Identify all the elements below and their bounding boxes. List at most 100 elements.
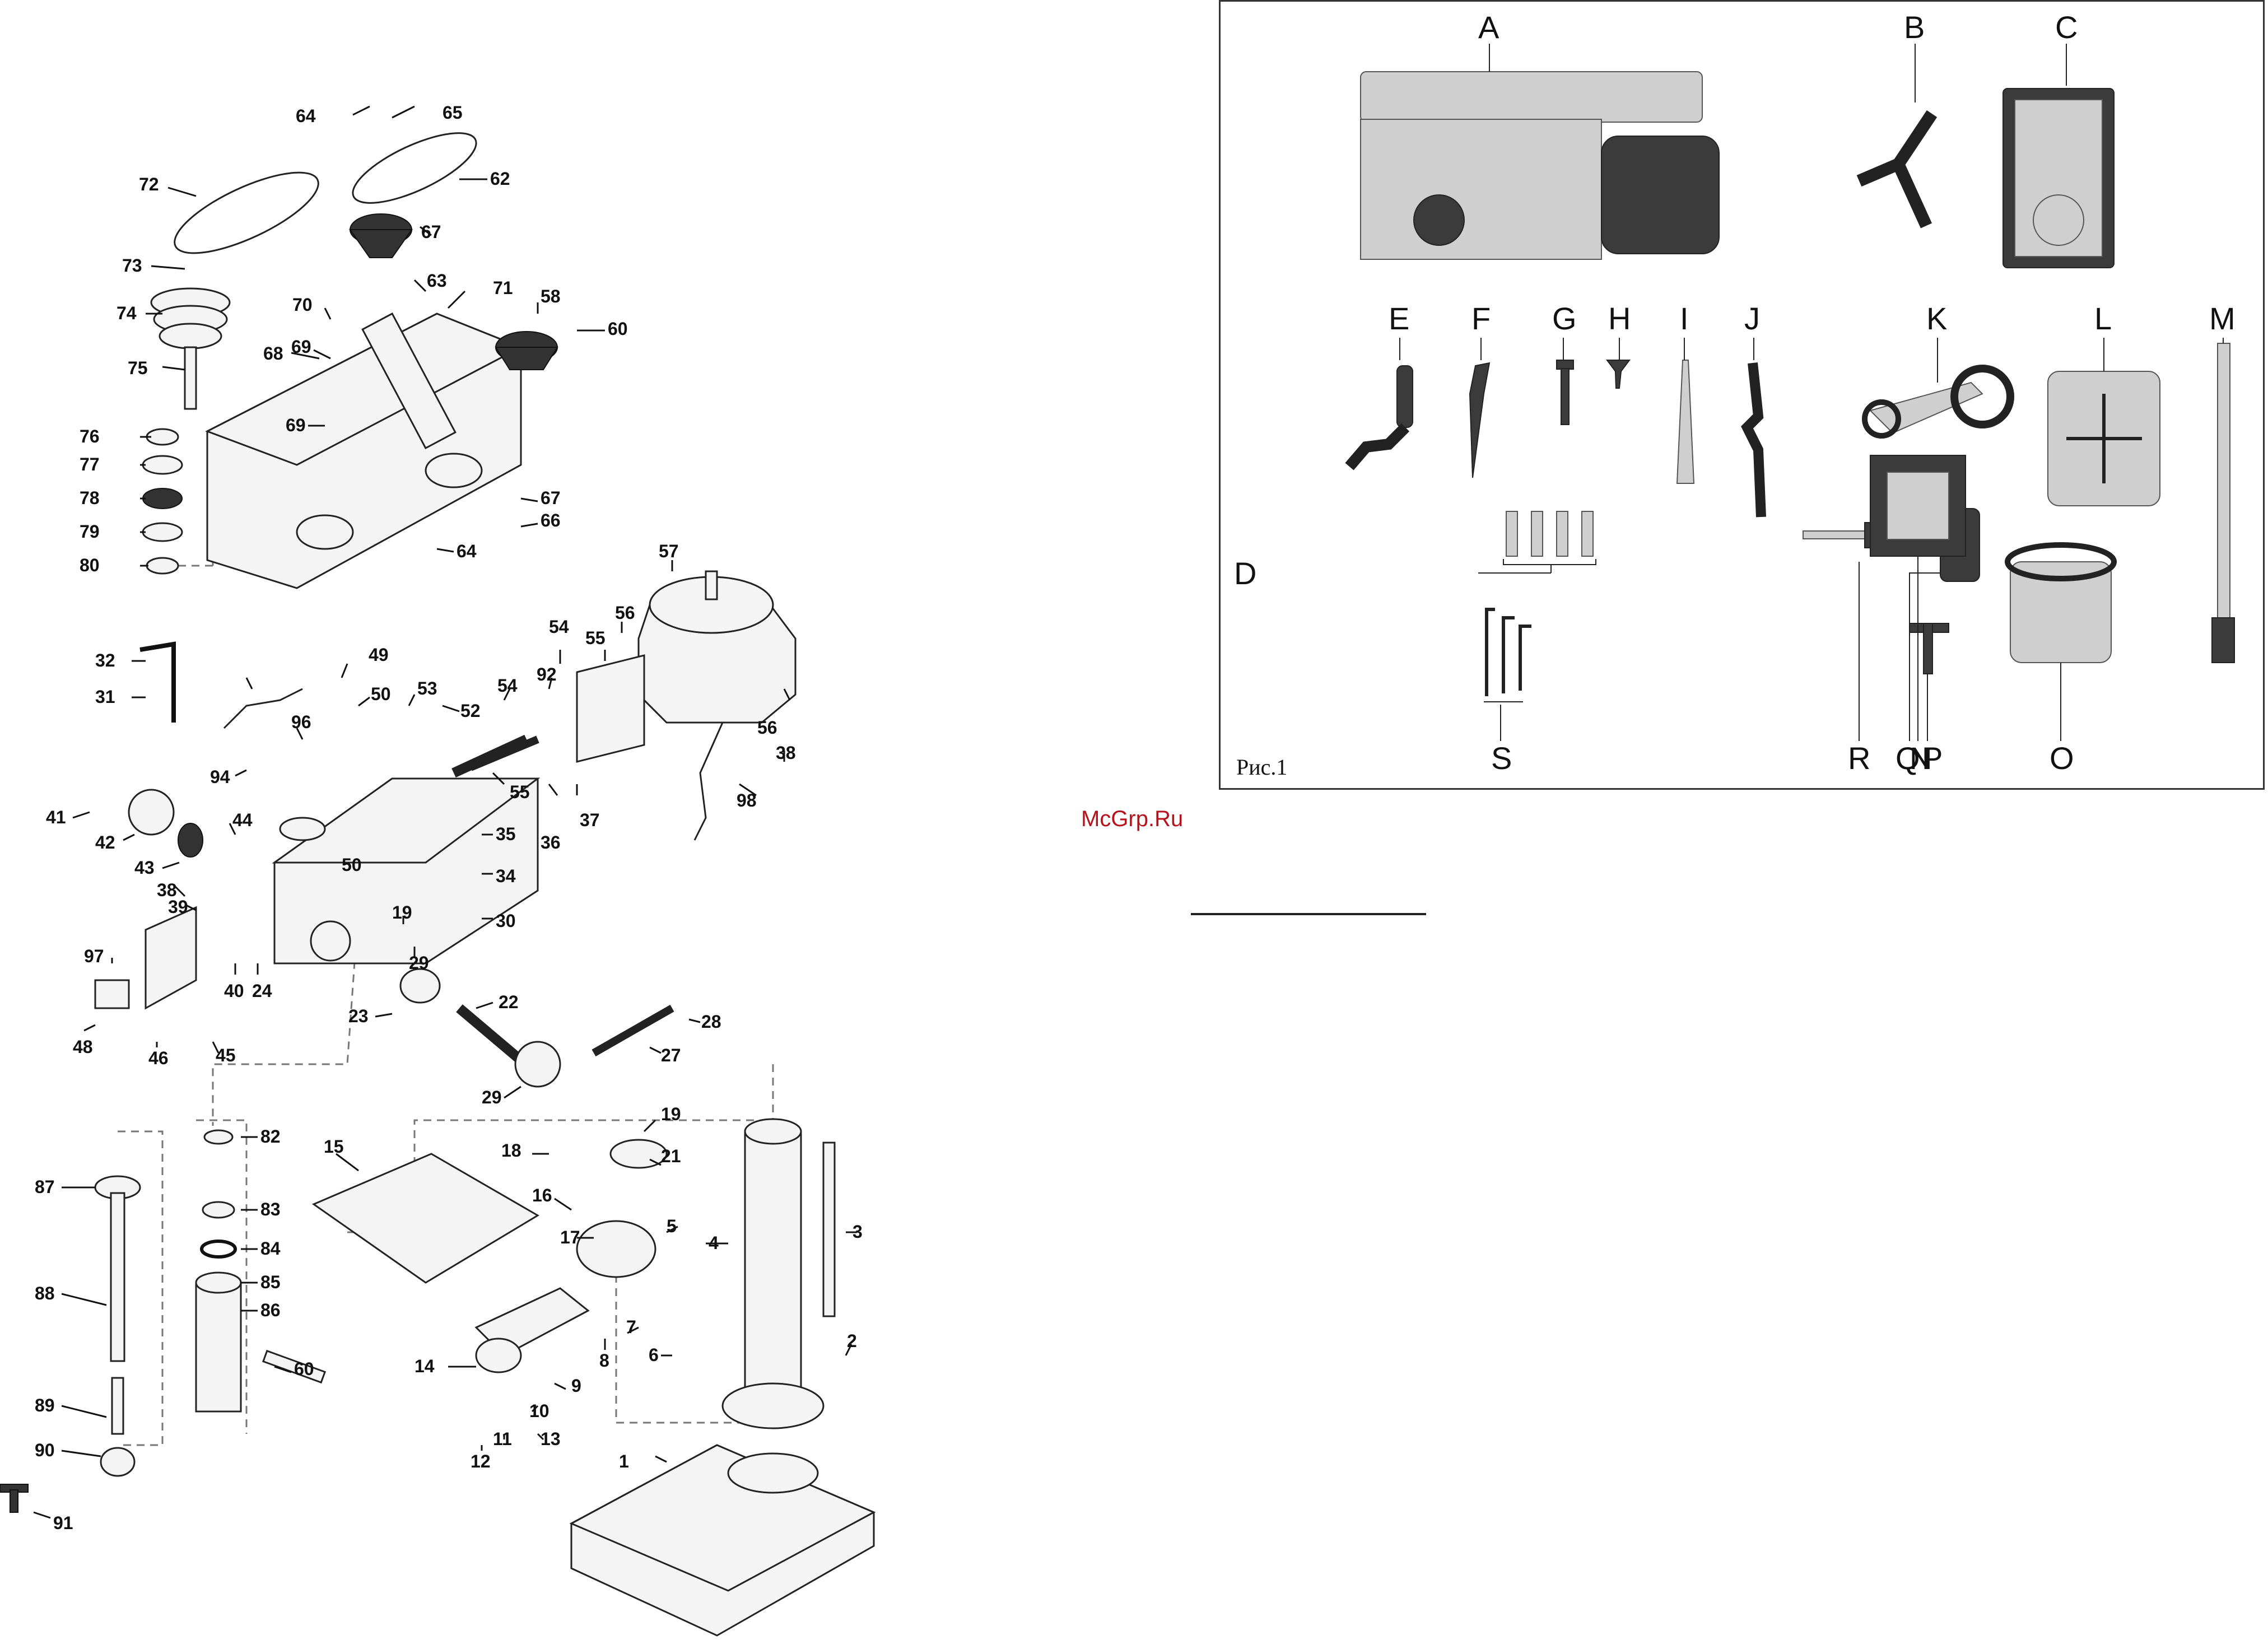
callout: 63 xyxy=(427,271,447,291)
spindle-pulley xyxy=(150,287,231,410)
callout: 98 xyxy=(737,790,757,810)
item-l-work-table xyxy=(2047,371,2160,506)
callout: 54 xyxy=(549,617,569,637)
callout: 88 xyxy=(35,1283,55,1303)
spring-cover-42 xyxy=(128,789,175,836)
belt-62 xyxy=(352,132,477,204)
callout: 7 xyxy=(626,1317,636,1337)
callout: 86 xyxy=(260,1300,281,1320)
callout: 94 xyxy=(210,767,230,787)
label-m: M xyxy=(2209,301,2236,336)
label-j: J xyxy=(1744,301,1760,336)
table-15 xyxy=(311,1153,539,1284)
switch-98 xyxy=(94,979,130,1009)
callout: 50 xyxy=(371,684,391,704)
hub-23 xyxy=(399,968,441,1004)
callout: 38 xyxy=(776,743,796,763)
callout: 77 xyxy=(80,454,100,474)
callout: 60 xyxy=(294,1359,314,1379)
separator-line xyxy=(1191,913,1426,915)
callout: 39 xyxy=(168,897,188,917)
callout: 45 xyxy=(216,1045,236,1065)
callout: 75 xyxy=(128,358,148,378)
switch-box-45 xyxy=(145,906,197,1010)
item-p-chuck-key xyxy=(1909,623,1949,674)
callout: 85 xyxy=(260,1272,281,1292)
callout: 55 xyxy=(585,628,606,648)
callout: 89 xyxy=(35,1395,55,1415)
belt-74 xyxy=(174,171,319,254)
quill-assembly xyxy=(94,1129,327,1477)
callout: 73 xyxy=(122,255,142,276)
motor-bracket xyxy=(576,654,645,763)
callout: 53 xyxy=(417,678,437,698)
callout: 64 xyxy=(296,106,316,126)
callout: 64 xyxy=(457,541,477,561)
callout: 2 xyxy=(847,1331,857,1351)
item-h-screw xyxy=(1606,360,1631,389)
callout: 91 xyxy=(53,1513,73,1533)
callout: 80 xyxy=(80,555,100,575)
label-d: D xyxy=(1234,556,1256,591)
item-o-chuck-guard xyxy=(2005,542,2117,663)
callout: 23 xyxy=(348,1006,369,1026)
motor xyxy=(637,570,797,841)
callout: 18 xyxy=(501,1140,521,1161)
callout: 28 xyxy=(701,1012,721,1032)
label-g: G xyxy=(1552,301,1577,336)
label-p: P xyxy=(1922,740,1943,776)
callout: 46 xyxy=(148,1048,169,1068)
callout: 56 xyxy=(615,603,635,623)
callout: 31 xyxy=(95,687,115,707)
label-r: R xyxy=(1848,740,1870,776)
callout: 16 xyxy=(532,1185,552,1205)
callout: 34 xyxy=(496,866,516,886)
callout: 24 xyxy=(252,981,272,1001)
label-q: Q xyxy=(1896,740,1920,776)
callout: 60 xyxy=(608,319,628,339)
callout: 67 xyxy=(541,488,561,508)
accessories-figure: A B C E F G H I J K L M D S R Q P O N Ри… xyxy=(1219,0,2265,790)
label-i: I xyxy=(1680,301,1689,336)
callout: 11 xyxy=(493,1429,512,1449)
label-a: A xyxy=(1478,10,1499,45)
callout: 4 xyxy=(709,1233,719,1253)
callout: 13 xyxy=(541,1429,561,1449)
callout: 82 xyxy=(260,1126,281,1147)
motor-pulley xyxy=(349,213,413,258)
item-a-drill-head xyxy=(1360,71,1720,260)
chuck-key-92 xyxy=(0,1484,29,1513)
hex-keys-31-32 xyxy=(139,641,176,723)
table-bracket xyxy=(474,1139,668,1373)
item-r-tool xyxy=(1803,522,1875,548)
callout: 15 xyxy=(324,1136,344,1157)
item-d-bolts xyxy=(1478,511,1596,574)
figure-caption: Рис.1 xyxy=(1236,754,1287,780)
callout: 55 xyxy=(510,782,530,802)
item-n-drill-vise xyxy=(1870,455,1966,557)
accessories-photo-panel: A B C E F G H I J K L M D S R Q P O N Ри… xyxy=(1234,10,2236,780)
item-e-crank xyxy=(1345,365,1413,470)
label-h: H xyxy=(1608,301,1631,336)
label-c: C xyxy=(2055,10,2078,45)
callout: 19 xyxy=(392,902,412,922)
label-k: K xyxy=(1926,301,1947,336)
gear-28 xyxy=(514,1041,561,1088)
callout: 78 xyxy=(80,488,100,508)
item-letters: A B C E F G H I J K L M D S R Q P O N Ри… xyxy=(1234,10,2236,780)
callout: 57 xyxy=(659,541,679,561)
callout: 21 xyxy=(661,1146,681,1166)
item-k-bracket-arm xyxy=(1862,365,2014,439)
callout: 5 xyxy=(667,1216,677,1236)
callout: 74 xyxy=(117,303,137,323)
callout: 17 xyxy=(560,1227,580,1247)
callout: 76 xyxy=(80,426,100,446)
callout: 9 xyxy=(571,1376,581,1396)
callout: 72 xyxy=(139,174,159,194)
handle-26 xyxy=(592,1004,674,1057)
callout: 52 xyxy=(460,701,481,721)
callout: 10 xyxy=(529,1401,549,1421)
spring-43 xyxy=(178,823,203,858)
label-l: L xyxy=(2094,301,2112,336)
label-f: F xyxy=(1471,301,1491,336)
